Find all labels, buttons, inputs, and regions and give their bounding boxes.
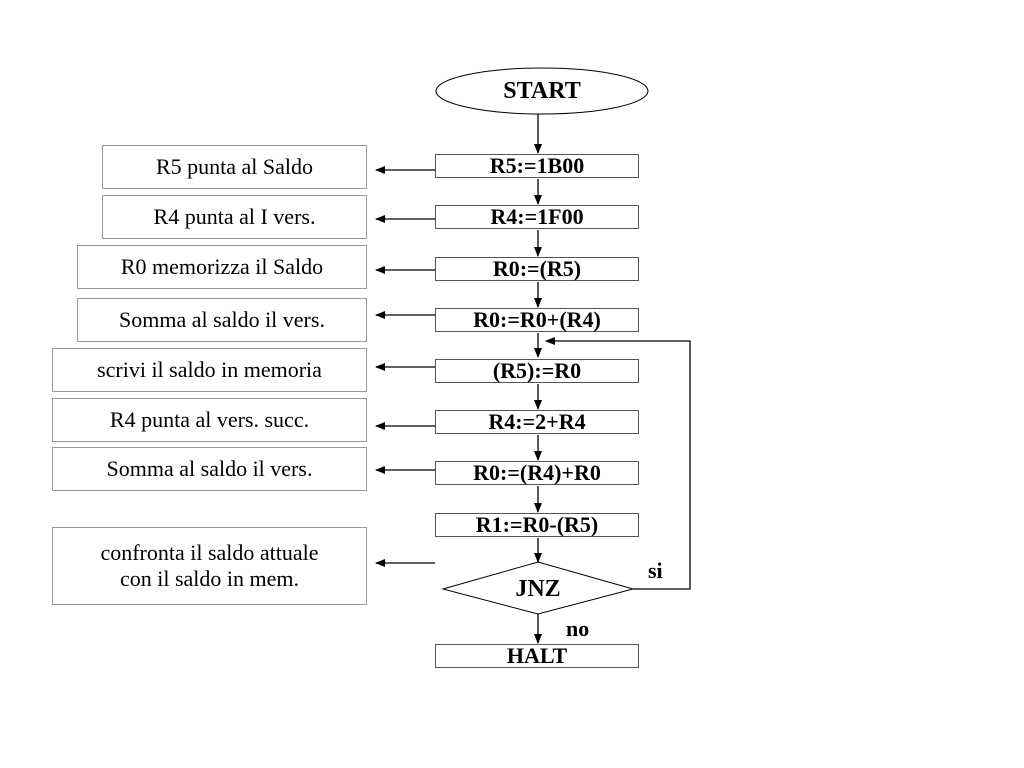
- step-box-r1-compare: R1:=R0-(R5): [435, 513, 639, 537]
- jnz-label: JNZ: [515, 576, 561, 602]
- step-box-r0-sum: R0:=(R4)+R0: [435, 461, 639, 485]
- start-label: START: [503, 78, 581, 104]
- step-box-r4-next: R4:=2+R4: [435, 410, 639, 434]
- no-branch-label: no: [566, 616, 590, 641]
- note-r4-next: R4 punta al vers. succ.: [52, 398, 367, 442]
- note-r4-init: R4 punta al I vers.: [102, 195, 367, 239]
- step-box-r0-load: R0:=(R5): [435, 257, 639, 281]
- step-box-r5-init: R5:=1B00: [435, 154, 639, 178]
- loop-back-arrow: [545, 337, 691, 590]
- note-r0-add: Somma al saldo il vers.: [77, 298, 367, 342]
- note-store: scrivi il saldo in memoria: [52, 348, 367, 392]
- yes-branch-label: si: [648, 558, 663, 583]
- step-box-store: (R5):=R0: [435, 359, 639, 383]
- step-box-r0-add: R0:=R0+(R4): [435, 308, 639, 332]
- note-r0-load: R0 memorizza il Saldo: [77, 245, 367, 289]
- note-compare-line1: confronta il saldo attuale: [100, 540, 319, 565]
- note-compare-line2: con il saldo in mem.: [119, 566, 300, 591]
- note-compare: confronta il saldo attuale con il saldo …: [52, 527, 367, 605]
- start-oval: [435, 67, 649, 115]
- step-box-r4-init: R4:=1F00: [435, 205, 639, 229]
- note-r0-sum: Somma al saldo il vers.: [52, 447, 367, 491]
- note-r5-init: R5 punta al Saldo: [102, 145, 367, 189]
- halt-box: HALT: [435, 644, 639, 668]
